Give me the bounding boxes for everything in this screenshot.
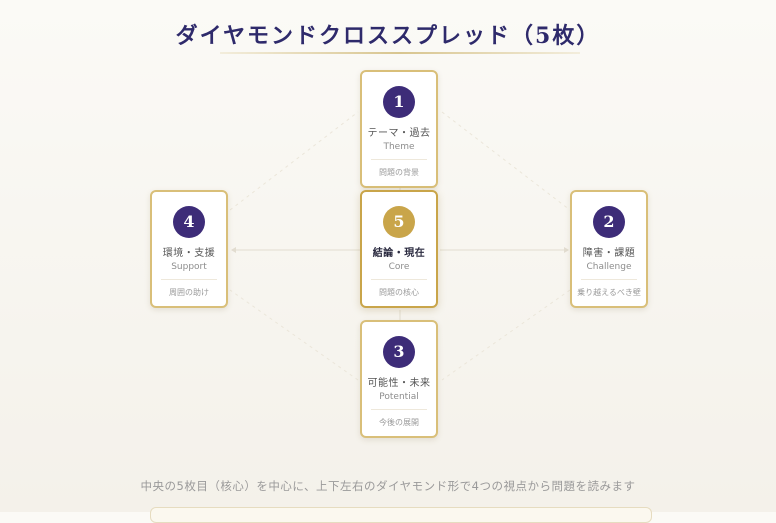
card-label-jp: 結論・現在	[372, 248, 426, 259]
diamond-edge-right-bottom	[441, 289, 571, 381]
card-2-challenge: 2 障害・課題 Challenge 乗り越えるべき壁	[570, 190, 648, 308]
bottom-panel-edge	[150, 507, 652, 523]
spread-caption: 中央の5枚目（核心）を中心に、上下左右のダイヤモンド形で4つの視点から問題を読み…	[140, 479, 636, 493]
card-label-jp: テーマ・過去	[367, 128, 431, 139]
card-number-badge: 4	[173, 206, 205, 238]
card-label-en: Potential	[379, 392, 419, 402]
card-1-theme: 1 テーマ・過去 Theme 問題の背景	[360, 70, 438, 188]
connector-center-left-arrow	[231, 247, 236, 253]
page-title: ダイヤモンドクロススプレッド（5枚）	[175, 23, 601, 49]
card-divider	[581, 279, 637, 280]
card-label-jp: 障害・課題	[582, 248, 636, 259]
card-description: 問題の背景	[379, 168, 419, 177]
card-description: 乗り越えるべき壁	[577, 288, 641, 297]
diamond-edge-top-right	[441, 111, 571, 211]
card-number-badge: 3	[383, 336, 415, 368]
connector-center-right-arrow	[564, 247, 569, 253]
card-5-core: 5 結論・現在 Core 問題の核心	[360, 190, 438, 308]
card-description: 今後の展開	[379, 418, 419, 427]
card-number-badge: 5	[383, 206, 415, 238]
card-divider	[161, 279, 217, 280]
card-label-en: Theme	[383, 142, 415, 152]
card-divider	[371, 409, 427, 410]
card-divider	[371, 279, 427, 280]
card-number-badge: 2	[593, 206, 625, 238]
card-4-support: 4 環境・支援 Support 周囲の助け	[150, 190, 228, 308]
card-label-jp: 可能性・未来	[367, 378, 431, 389]
title-underline	[220, 52, 580, 54]
card-description: 周囲の助け	[169, 288, 209, 297]
card-3-potential: 3 可能性・未来 Potential 今後の展開	[360, 320, 438, 438]
card-label-en: Challenge	[586, 262, 632, 272]
card-label-en: Core	[388, 262, 410, 272]
card-label-jp: 環境・支援	[162, 248, 216, 259]
diamond-edge-bottom-left	[229, 289, 359, 381]
card-description: 問題の核心	[379, 288, 419, 297]
card-number-badge: 1	[383, 86, 415, 118]
card-divider	[371, 159, 427, 160]
card-label-en: Support	[171, 262, 207, 272]
diamond-edge-left-top	[229, 111, 359, 211]
